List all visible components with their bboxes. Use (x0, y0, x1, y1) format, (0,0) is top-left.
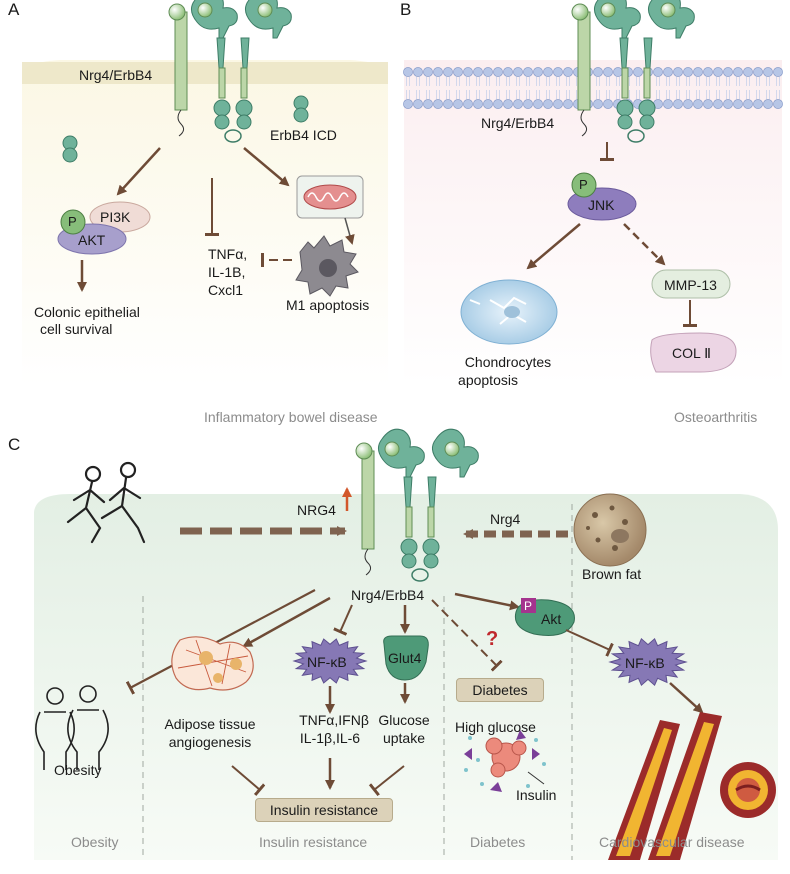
inhibit-adipose-to-ir (231, 765, 266, 796)
mmp13-node (651, 269, 731, 299)
high-glucose-label: High glucose (455, 719, 536, 735)
receptor-label-c: Nrg4/ErbB4 (351, 587, 425, 603)
obesity-icon (35, 685, 109, 770)
cytokine-label-1: TNFα, (208, 246, 248, 262)
receptor-label-a: Nrg4/ErbB4 (79, 67, 153, 83)
mitochondrion-cristae (307, 192, 349, 202)
panel-c (34, 428, 778, 860)
inhibit-akt-to-nfkb (565, 629, 614, 657)
footer-obesity: Obesity (71, 834, 119, 850)
jnk-label: JNK (588, 197, 615, 213)
insulin-resistance-box: Insulin resistance (255, 798, 393, 822)
inhibit-receptor-to-obesity (125, 589, 316, 695)
brown-fat-icon (573, 493, 647, 567)
panel-a (22, 0, 388, 385)
nfkb-node-left (292, 638, 368, 684)
glucose-label-line2: uptake (382, 730, 426, 746)
arrow-receptor-to-akt (454, 592, 520, 611)
outcome-label-line1: Colonic epithelial (34, 304, 140, 320)
arrow-nfkb-to-vessel (669, 682, 704, 714)
col2-label: COL Ⅱ (672, 345, 712, 361)
nrg4-label: Nrg4 (490, 511, 521, 527)
adipose-label-line2: angiogenesis (168, 734, 252, 750)
nfkb-label-left: NF-κB (307, 654, 347, 670)
inhibit-uptake-to-ir (368, 765, 405, 797)
panel-a-membrane (22, 62, 388, 84)
blood-vessel-icon (608, 712, 776, 860)
brown-fat-label: Brown fat (582, 566, 642, 582)
glut4-node (383, 635, 429, 681)
adipose-label-line1: Adipose tissue (164, 716, 256, 732)
question-mark: ? (486, 628, 499, 650)
akt-phospho-label: P (524, 599, 533, 613)
phospho-label-b: P (579, 177, 588, 192)
insulin-label: Insulin (516, 787, 557, 803)
arrow-receptor-to-pi3k (116, 147, 161, 196)
inhibit-receptor-to-diabetes (431, 599, 503, 672)
footer-insulin-resistance: Insulin resistance (259, 834, 368, 850)
chondrocyte-label-line1: Chondrocytes (464, 354, 552, 370)
footer-cardiovascular: Cardiovascular disease (599, 834, 745, 850)
chondrocyte-label-line2: apoptosis (458, 372, 518, 388)
inhibit-receptor-to-nfkb (333, 604, 353, 636)
phospho-label-a: P (68, 214, 77, 229)
phospho-badge-a (60, 209, 86, 235)
disease-label-oa: Osteoarthritis (674, 409, 758, 425)
cytokines-label-line1: TNFα,IFNβ (299, 712, 369, 728)
diabetes-box: Diabetes (456, 678, 544, 702)
adipose-angiogenesis-icon (171, 636, 254, 691)
footer-diabetes: Diabetes (470, 834, 526, 850)
arrow-receptor-to-mitochondria (243, 147, 290, 187)
high-glucose-icon (464, 730, 546, 792)
brown-fat-texture (586, 505, 629, 551)
icd-label: ErbB4 ICD (270, 127, 337, 143)
panel-letter-b: B (400, 0, 412, 19)
panel-letter-a: A (8, 0, 20, 19)
akt-phospho-badge (521, 598, 536, 613)
panel-b-membrane (403, 67, 783, 109)
mmp13-label: MMP-13 (664, 277, 717, 293)
arrow-mito-to-m1 (344, 217, 355, 245)
cytokines-label-line2: IL-1β,IL-6 (299, 730, 361, 746)
phospho-badge-b (571, 172, 597, 198)
receptor-label-b: Nrg4/ErbB4 (481, 115, 555, 131)
arrow-jnk-to-mmp13 (623, 223, 666, 266)
outcome-label-line2: cell survival (40, 321, 113, 337)
nrg4-up-label: NRG4 (297, 502, 336, 518)
akt-label-c: Akt (541, 611, 562, 627)
cytokine-label-3: Cxcl1 (208, 282, 244, 298)
cytokine-label-2: IL-1B, (208, 264, 246, 280)
panel-b-background (404, 60, 782, 385)
arrow-jnk-to-chondrocyte (526, 223, 581, 270)
pi3k-label: PI3K (100, 209, 131, 225)
runners-icon (66, 461, 146, 544)
panel-a-background (22, 60, 388, 385)
glut4-label: Glut4 (388, 650, 422, 666)
glucose-label-line1: Glucose (378, 712, 430, 728)
panel-letter-c: C (8, 435, 21, 454)
nfkb-label-right: NF-κB (625, 655, 665, 671)
col2-node (650, 332, 737, 373)
nfkb-node-right (608, 637, 688, 687)
arrow-receptor-to-adipose (242, 596, 331, 648)
obesity-label: Obesity (54, 762, 102, 778)
mitochondrion-icon (303, 184, 357, 210)
disease-label-ibd: Inflammatory bowel disease (204, 409, 378, 425)
panel-b (403, 0, 783, 385)
akt-label: AKT (78, 232, 106, 248)
chondrocyte-nucleus (504, 306, 520, 318)
m1-apoptosis-label: M1 apoptosis (286, 297, 370, 313)
m1-nucleus (319, 259, 337, 277)
